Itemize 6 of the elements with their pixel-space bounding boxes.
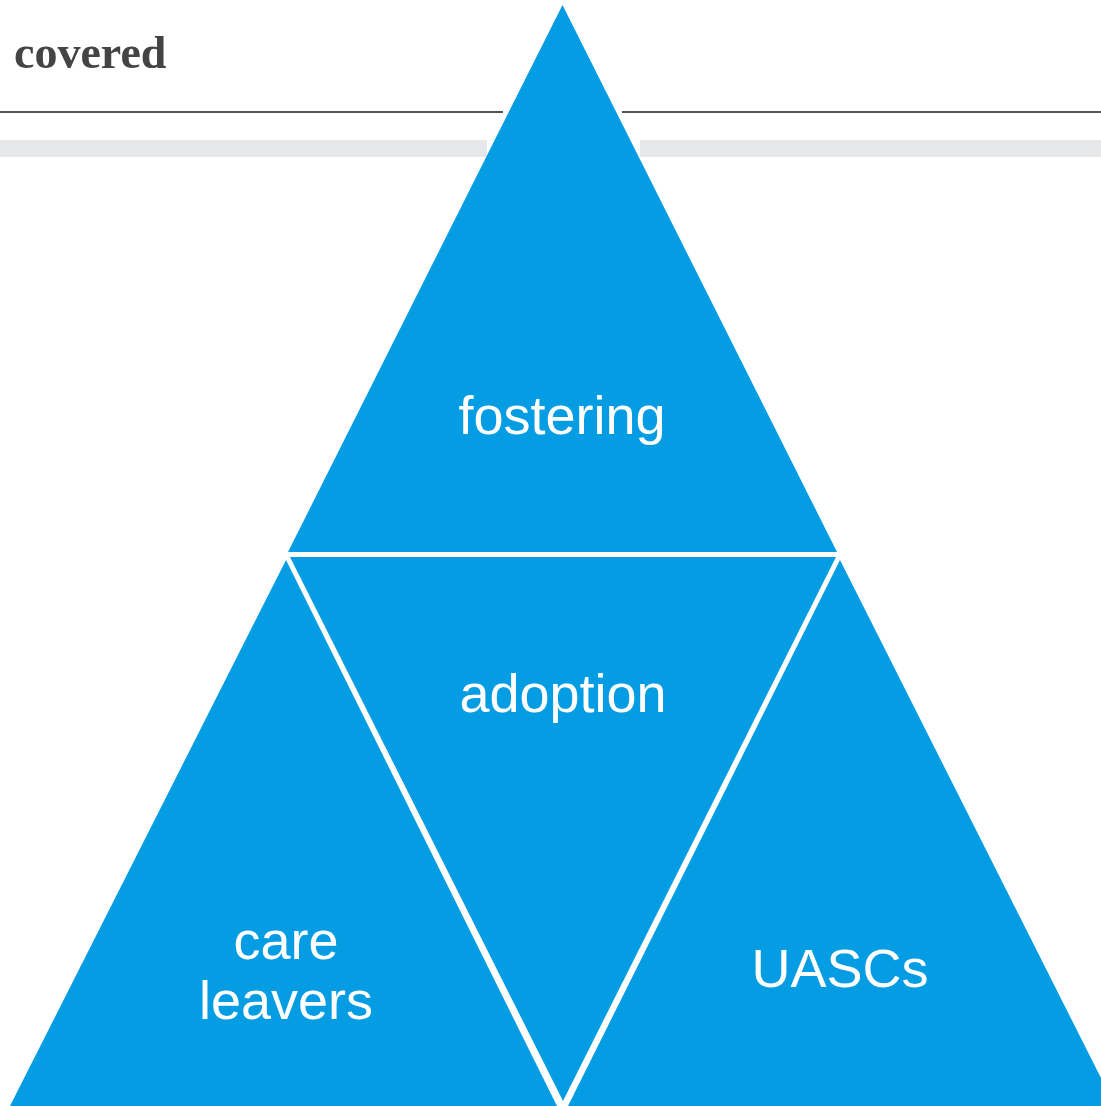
segment-label: care leavers [197,909,375,1031]
heading: covered [14,30,167,76]
segment-label: fostering [457,384,667,446]
triangle-segment [288,5,837,552]
segment-label: UASCs [750,937,930,999]
segment-label: adoption [458,662,668,724]
